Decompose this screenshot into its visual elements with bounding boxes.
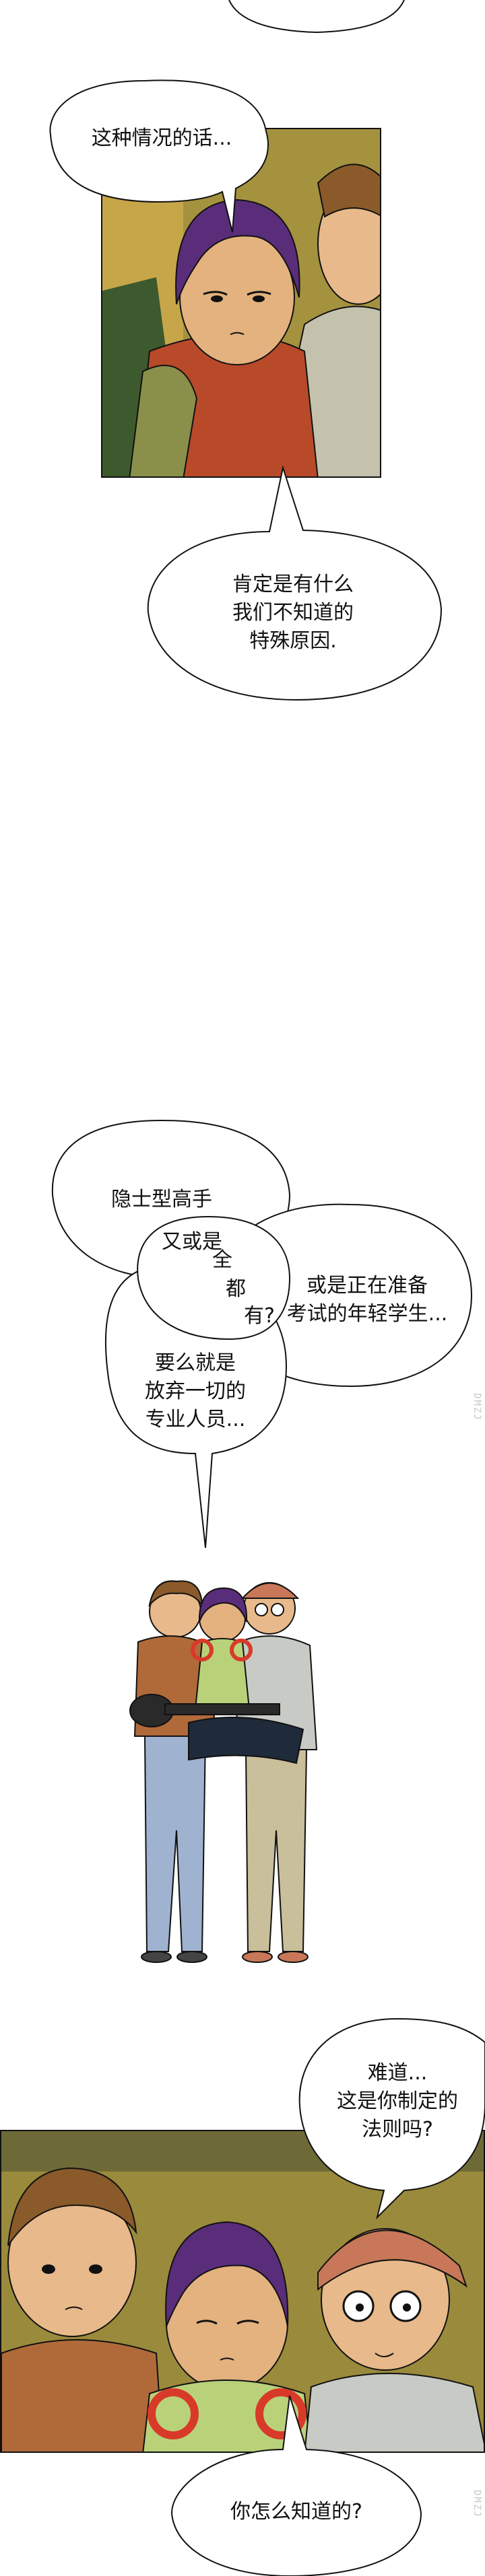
- speech-bubble-7: [298, 2017, 485, 2220]
- watermark-bottom: DMZJ: [472, 2490, 482, 2518]
- bubble-3-text: 隐士型高手: [111, 1188, 212, 1211]
- bubble-8-text: 你怎么知道的?: [230, 2500, 362, 2524]
- bubble-5-text-c: 都: [226, 1277, 246, 1301]
- bubble-1-text: 这种情况的话...: [91, 127, 232, 150]
- watermark: DMZJ: [472, 1393, 482, 1421]
- top-partial-bubble: [228, 0, 405, 34]
- bubble-2-text: 肯定是有什么 我们不知道的 特殊原因.: [232, 573, 354, 653]
- bubble-5-text-b: 全: [212, 1248, 232, 1272]
- standing-characters-illustration: [129, 1580, 318, 1963]
- speech-bubble-5: [137, 1215, 291, 1340]
- speech-bubble-1: [49, 79, 269, 233]
- bubble-5-text-d: 有?: [244, 1304, 275, 1328]
- bubble-5-text-a: 又或是: [162, 1230, 222, 1254]
- bubble-6-text: 要么就是 放弃一切的 专业人员...: [145, 1351, 246, 1431]
- bubble-7-text: 难道... 这是你制定的 法则吗?: [337, 2061, 458, 2141]
- speech-bubble-2: [147, 465, 443, 701]
- bubble-4-text: 或是正在准备 考试的年轻学生...: [286, 1274, 448, 1326]
